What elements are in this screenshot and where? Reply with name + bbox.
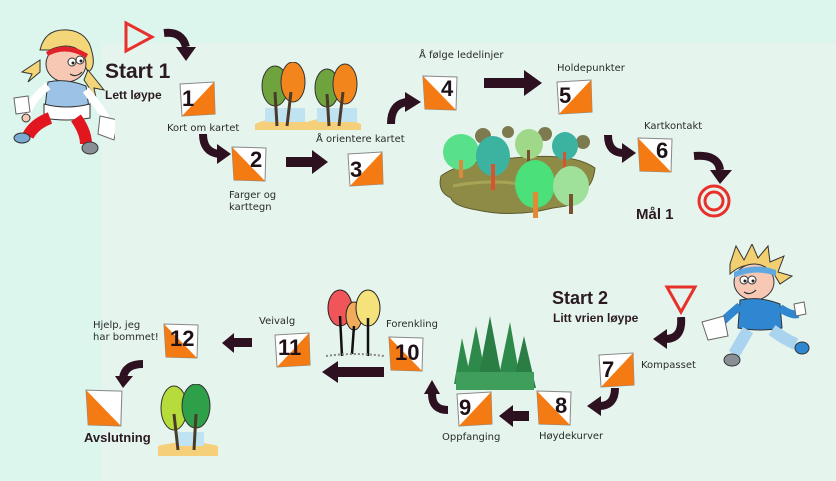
label-hjelp-jeg-har-bommet: Hjelp, jeg har bommet!	[93, 320, 159, 344]
control-number: 2	[250, 147, 263, 172]
label-kompasset: Kompasset	[641, 360, 696, 371]
arrow-7-to-8	[587, 388, 619, 416]
label-veivalg: Veivalg	[259, 316, 296, 327]
arrow-6-to-finish	[693, 151, 732, 184]
start-2-title: Start 2	[552, 288, 609, 308]
control-number: 11	[278, 335, 302, 360]
control-number: 8	[555, 393, 568, 418]
boy-runner-illustration	[701, 244, 810, 367]
start-1-subtitle: Lett løype	[105, 88, 162, 102]
arrow-9-to-10	[424, 380, 449, 414]
arrow-2-to-3	[286, 150, 328, 174]
label-line: Hjelp, jeg	[93, 320, 141, 331]
arrow-10-to-11	[322, 361, 384, 383]
arrow-start1-to-1	[163, 28, 196, 61]
control-flag-8: 8	[535, 389, 573, 427]
control-number: 3	[350, 157, 363, 182]
finish-double-circle-icon	[697, 184, 731, 218]
label-line: karttegn	[229, 202, 272, 213]
control-number: 7	[602, 357, 615, 382]
label-folge-ledelinjer: Å følge ledelinjer	[419, 50, 504, 61]
control-flag-7: 7	[597, 352, 635, 390]
control-flag-6: 6	[636, 136, 674, 174]
autumn-trees-illustration	[325, 289, 385, 357]
label-farger-og-karttegn: Farger og karttegn	[229, 190, 276, 214]
label-kort-om-kartet: Kort om kartet	[167, 123, 240, 134]
finish-2-title: Avslutning	[84, 430, 151, 445]
start-2-subtitle: Litt vrien løype	[553, 311, 639, 325]
arrow-12-to-finish	[115, 360, 144, 388]
arrow-3-to-4	[387, 92, 421, 125]
arrow-1-to-2	[199, 133, 231, 164]
start-1-title: Start 1	[105, 60, 171, 83]
control-flag-3: 3	[346, 151, 384, 189]
control-flag-5: 5	[555, 79, 593, 117]
arrow-11-to-12	[222, 333, 252, 353]
control-flag-2: 2	[230, 145, 268, 183]
control-number: 10	[395, 340, 420, 365]
control-flag-12: 12	[162, 322, 200, 360]
label-oppfanging: Oppfanging	[442, 432, 501, 443]
control-number: 5	[559, 83, 572, 108]
control-number: 12	[170, 326, 195, 351]
label-orientere-kartet: Å orientere kartet	[316, 134, 405, 145]
control-flag-9: 9	[455, 391, 493, 429]
label-forenkling: Forenkling	[386, 319, 438, 330]
girl-runner-illustration	[13, 29, 115, 155]
trees-illustration-1	[255, 62, 361, 130]
control-number: 6	[656, 138, 669, 163]
control-number: 9	[459, 395, 472, 420]
label-kartkontakt: Kartkontakt	[644, 121, 703, 132]
start-triangle-icon	[124, 20, 156, 54]
control-flag-11: 11	[273, 332, 311, 370]
control-flag-1: 1	[178, 81, 216, 119]
finish-1-title: Mål 1	[636, 206, 674, 223]
finish-control-flag	[84, 388, 124, 428]
arrow-5-to-6	[604, 134, 636, 163]
label-line: Farger og	[229, 190, 277, 201]
arrow-start2-to-7	[653, 317, 686, 349]
label-holdepunkter: Holdepunkter	[557, 63, 625, 74]
start-triangle-down-icon	[664, 285, 698, 316]
control-flag-10: 10	[387, 335, 425, 373]
control-number: 4	[441, 76, 454, 101]
label-line: har bommet!	[93, 332, 159, 343]
arrow-4-to-5	[484, 70, 542, 96]
control-flag-4: 4	[421, 74, 459, 112]
label-hoydekurver: Høydekurver	[539, 431, 604, 442]
control-number: 1	[182, 86, 195, 111]
arrow-8-to-9	[499, 405, 529, 427]
forest-hill-illustration	[439, 126, 596, 218]
pine-forest-illustration	[454, 316, 536, 390]
trees-illustration-2	[158, 384, 218, 456]
